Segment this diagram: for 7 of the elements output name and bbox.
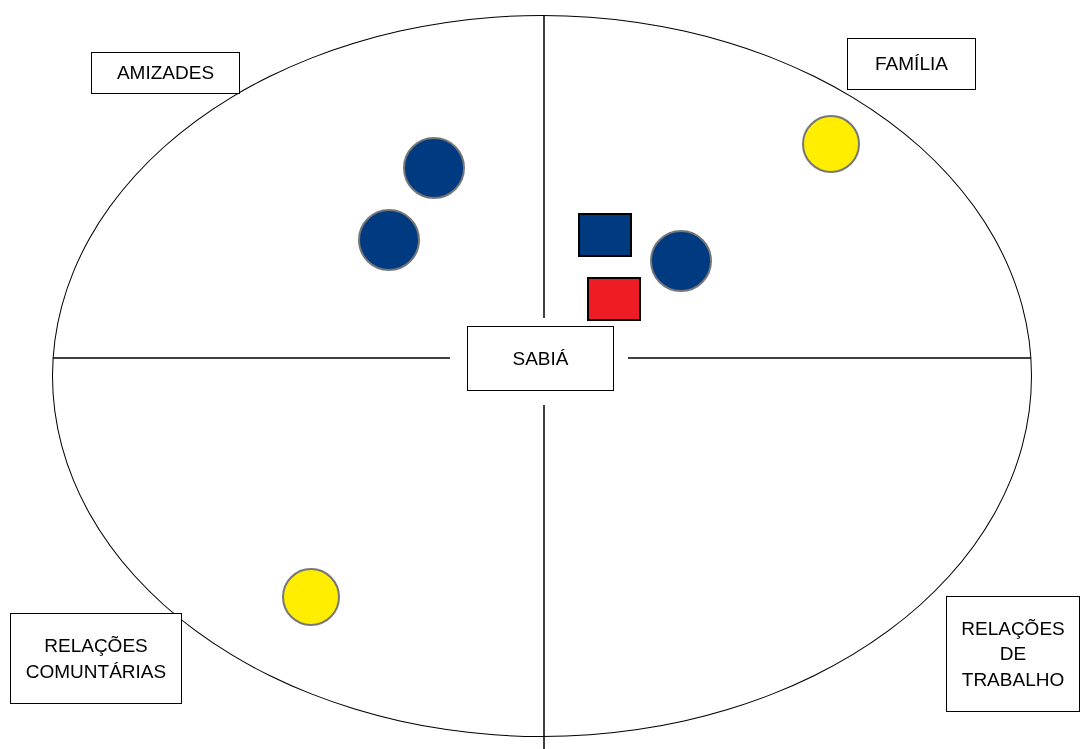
category-label: RELAÇÕES DE TRABALHO (946, 596, 1080, 712)
center-label: SABIÁ (467, 326, 614, 391)
member-square (587, 277, 641, 321)
member-square (578, 213, 632, 257)
category-label: RELAÇÕES COMUNTÁRIAS (10, 613, 182, 704)
member-circle (282, 568, 340, 626)
member-circle (802, 115, 860, 173)
